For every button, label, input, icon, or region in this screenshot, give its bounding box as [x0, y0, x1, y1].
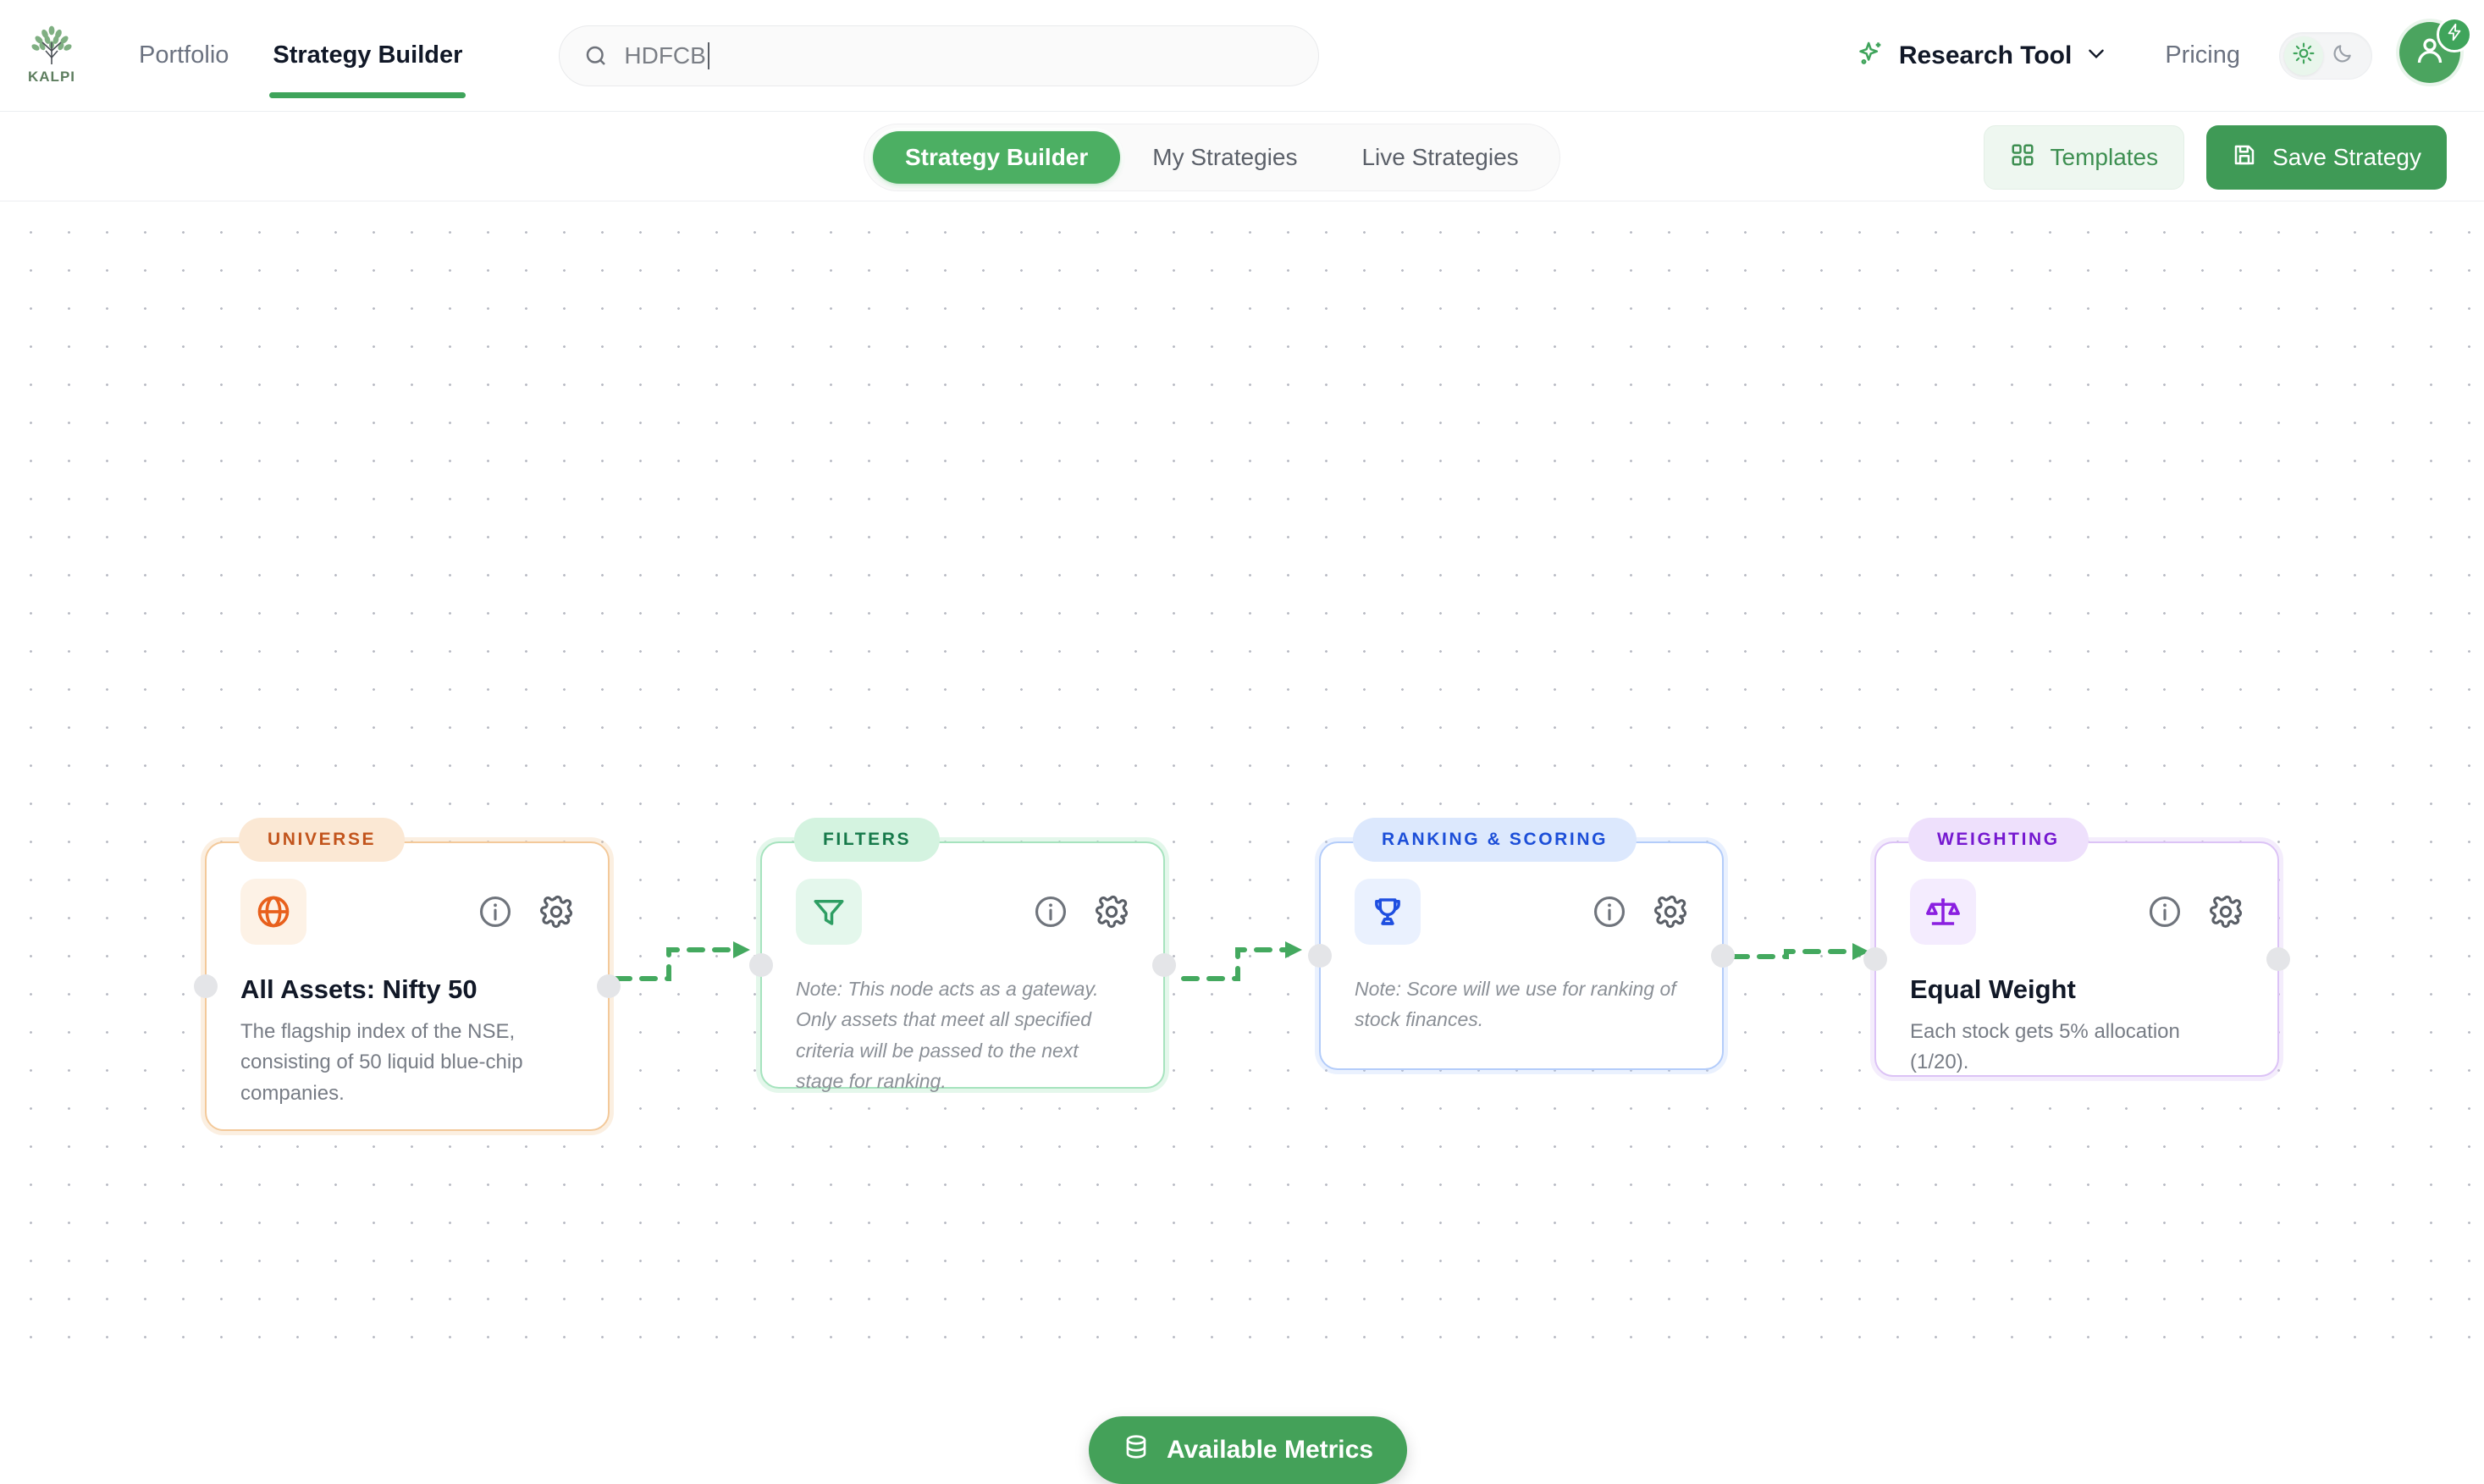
globe-icon: [240, 879, 306, 945]
info-icon[interactable]: [1033, 894, 1068, 930]
sparkle-icon: [1857, 39, 1885, 72]
nav-item-portfolio[interactable]: Portfolio: [139, 41, 229, 69]
connector-universe-filters: [614, 941, 750, 981]
database-icon: [1123, 1433, 1150, 1467]
node-weighting-badge: WEIGHTING: [1908, 818, 2089, 862]
node-weighting-header: [1876, 843, 2277, 945]
tab-live-strategies[interactable]: Live Strategies: [1361, 144, 1519, 170]
node-ranking-note: Note: Score will we use for ranking of s…: [1355, 978, 1676, 1031]
app-header: KALPI Portfolio Strategy Builder HDFCB R…: [0, 0, 2484, 112]
tab-strategy-builder[interactable]: Strategy Builder: [873, 131, 1121, 184]
theme-light-option[interactable]: [2284, 36, 2323, 75]
info-icon[interactable]: [1592, 894, 1627, 930]
available-metrics-label: Available Metrics: [1167, 1436, 1373, 1464]
gear-icon[interactable]: [1094, 894, 1129, 930]
node-weighting-description: Each stock gets 5% allocation (1/20).: [1910, 1019, 2180, 1074]
pricing-link[interactable]: Pricing: [2165, 41, 2240, 69]
user-avatar[interactable]: [2399, 16, 2472, 90]
research-tool-dropdown[interactable]: Research Tool: [1843, 30, 2122, 80]
node-universe-title: All Assets: Nifty 50: [240, 974, 477, 1004]
tab-my-strategies[interactable]: My Strategies: [1152, 144, 1298, 170]
node-universe-actions: [477, 879, 574, 930]
search-icon: [583, 43, 609, 69]
node-ranking-handle-right[interactable]: [1711, 944, 1735, 968]
save-strategy-label: Save Strategy: [2272, 144, 2421, 170]
scales-icon: [1910, 879, 1976, 945]
node-filters-header: [762, 843, 1163, 945]
node-weighting-handle-left[interactable]: [1863, 947, 1887, 971]
node-filters-actions: [1033, 879, 1129, 930]
grid-icon: [2010, 142, 2035, 174]
node-ranking-scoring[interactable]: RANKING & SCORING: [1308, 818, 1735, 1070]
node-filters-body: Note: This node acts as a gateway. Only …: [762, 945, 1163, 1096]
gear-icon[interactable]: [2208, 894, 2244, 930]
save-strategy-button[interactable]: Save Strategy: [2206, 125, 2447, 190]
text-caret: [707, 41, 709, 69]
nav-item-strategy-builder[interactable]: Strategy Builder: [251, 0, 484, 112]
sun-icon: [2293, 42, 2315, 69]
avatar-pro-badge: [2437, 16, 2472, 52]
search-value: HDFCB: [624, 41, 709, 69]
gear-icon[interactable]: [1653, 894, 1688, 930]
save-disk-icon: [2232, 142, 2257, 174]
node-filters-note: Note: This node acts as a gateway. Only …: [796, 978, 1099, 1092]
user-icon: [2413, 33, 2447, 71]
brand-logo[interactable]: KALPI: [22, 25, 81, 86]
node-filters-badge: FILTERS: [794, 818, 941, 862]
node-universe-body: All Assets: Nifty 50 The flagship index …: [207, 945, 608, 1109]
node-ranking-handle-left[interactable]: [1308, 944, 1332, 968]
node-ranking-scoring-badge: RANKING & SCORING: [1353, 818, 1637, 862]
node-ranking-header: [1321, 843, 1722, 945]
node-weighting-body: Equal Weight Each stock gets 5% allocati…: [1876, 945, 2277, 1079]
funnel-icon: [796, 879, 862, 945]
gear-icon[interactable]: [538, 894, 574, 930]
connector-filters-ranking: [1181, 941, 1302, 981]
connector-ranking-weighting: [1731, 943, 1869, 960]
avatar[interactable]: [2399, 21, 2460, 83]
node-weighting-handle-right[interactable]: [2266, 947, 2290, 971]
theme-dark-option[interactable]: [2323, 36, 2362, 75]
node-weighting-actions: [2147, 879, 2244, 930]
available-metrics-button[interactable]: Available Metrics: [1089, 1416, 1407, 1484]
info-icon[interactable]: [477, 894, 513, 930]
node-filters[interactable]: FILTERS: [749, 818, 1176, 1092]
tree-logo-icon: [29, 25, 75, 70]
toolbar-actions: Templates Save Strategy: [1983, 125, 2447, 190]
header-right-group: Research Tool Pricing: [1843, 16, 2484, 90]
moon-icon: [2332, 42, 2354, 69]
node-filters-handle-right[interactable]: [1152, 953, 1176, 977]
node-universe-handle-left[interactable]: [194, 974, 218, 998]
lightning-bolt-icon: [2445, 23, 2464, 46]
theme-toggle[interactable]: [2279, 31, 2372, 80]
strategy-canvas[interactable]: UNIVERSE: [0, 201, 2484, 1484]
node-universe[interactable]: UNIVERSE: [194, 818, 621, 1131]
search-input[interactable]: HDFCB: [559, 25, 1320, 86]
chevron-down-icon: [2085, 42, 2107, 69]
node-ranking-actions: [1592, 879, 1688, 930]
node-universe-badge: UNIVERSE: [239, 818, 406, 862]
node-universe-description: The flagship index of the NSE, consistin…: [240, 1019, 523, 1105]
info-icon[interactable]: [2147, 894, 2183, 930]
node-filters-handle-left[interactable]: [749, 953, 773, 977]
node-universe-header: [207, 843, 608, 945]
templates-label: Templates: [2050, 144, 2159, 170]
templates-button[interactable]: Templates: [1983, 125, 2185, 190]
research-tool-label: Research Tool: [1898, 41, 2073, 69]
node-weighting-title: Equal Weight: [1910, 974, 2076, 1004]
main-nav: Portfolio Strategy Builder: [117, 0, 484, 112]
brand-wordmark: KALPI: [28, 69, 75, 85]
strategy-toolbar: Strategy Builder My Strategies Live Stra…: [0, 112, 2484, 201]
view-tabs: Strategy Builder My Strategies Live Stra…: [864, 124, 1560, 191]
node-universe-handle-right[interactable]: [597, 974, 621, 998]
trophy-icon: [1355, 879, 1421, 945]
node-ranking-body: Note: Score will we use for ranking of s…: [1321, 945, 1722, 1035]
node-weighting[interactable]: WEIGHTING: [1863, 818, 2290, 1079]
